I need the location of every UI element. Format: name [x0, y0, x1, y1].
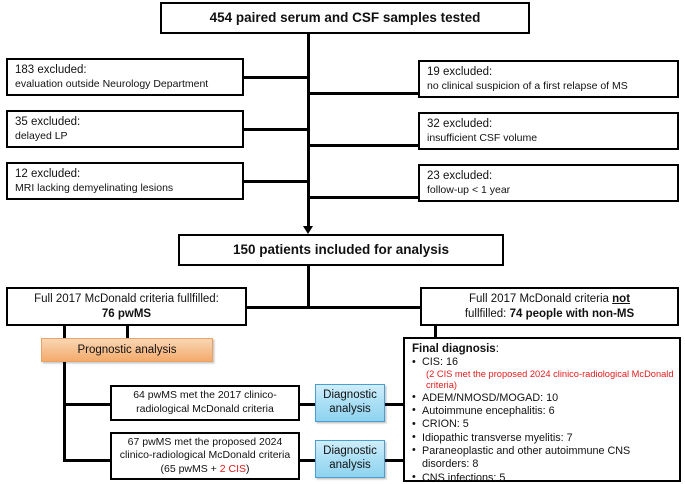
criteria-not-fulfilled-line2: fullfilled: 74 people with non-MS: [464, 307, 635, 320]
list-item: CRION: 5: [412, 418, 674, 432]
right-branch-stub: [434, 326, 437, 338]
sub-box-2024-criteria: 67 pwMS met the proposed 2024 clinico-ra…: [110, 432, 300, 480]
top-total-label: 454 paired serum and CSF samples tested: [209, 10, 481, 26]
exclusion-count: 19 excluded:: [427, 66, 493, 79]
diagnostic-1-line1: Diagnostic: [323, 389, 377, 402]
criteria-not-fulfilled-line1: Full 2017 McDonald criteria not: [468, 292, 631, 305]
diagnostic-2-line1: Diagnostic: [323, 445, 377, 458]
criteria-not-fulfilled-box: Full 2017 McDonald criteria not fullfill…: [420, 287, 679, 326]
diagnostic-analysis-box-2: Diagnostic analysis: [315, 440, 385, 478]
exclusion-box-left-2: 35 excluded: delayed LP: [6, 110, 244, 148]
criteria-fulfilled-line1: Full 2017 McDonald criteria fullfilled:: [34, 292, 219, 305]
final-diagnosis-list: CIS: 16 (2 CIS met the proposed 2024 cli…: [412, 355, 674, 484]
connector-left-2: [244, 128, 309, 131]
connector-right-1: [307, 92, 420, 95]
exclusion-box-left-3: 12 excluded: MRI lacking demyelinating l…: [6, 162, 244, 200]
list-item: ADEM/NMOSD/MOGAD: 10: [412, 391, 674, 405]
connector-right-2: [307, 144, 420, 147]
exclusion-box-right-2: 32 excluded: insufficient CSF volume: [418, 112, 679, 150]
exclusion-count: 183 excluded:: [15, 64, 87, 77]
prognostic-analysis-label: Prognostic analysis: [77, 344, 177, 356]
criteria-fulfilled-box: Full 2017 McDonald criteria fullfilled: …: [6, 287, 247, 326]
connector-diagnostic2-to-final: [383, 459, 405, 462]
exclusion-reason: delayed LP: [15, 129, 68, 142]
left-branch-spine: [63, 326, 66, 462]
final-diagnosis-title: Final diagnosis:: [412, 343, 499, 355]
criteria-fulfilled-line2: 76 pwMS: [101, 307, 152, 320]
exclusion-count: 35 excluded:: [15, 116, 81, 129]
sub-box-2017-criteria: 64 pwMS met the 2017 clinico- radiologic…: [110, 385, 300, 421]
exclusion-reason: evaluation outside Neurology Department: [15, 77, 209, 90]
sub-2024-line3: (65 pwMS + 2 CIS): [160, 462, 250, 475]
final-diagnosis-panel: Final diagnosis: CIS: 16 (2 CIS met the …: [403, 337, 681, 484]
connector-right-3: [307, 196, 420, 199]
prognostic-stub: [126, 326, 129, 338]
exclusion-box-right-3: 23 excluded: follow-up < 1 year: [418, 164, 679, 202]
top-total-box: 454 paired serum and CSF samples tested: [160, 2, 530, 34]
diagnostic-analysis-box-1: Diagnostic analysis: [315, 384, 385, 422]
included-label: 150 patients included for analysis: [232, 242, 450, 258]
exclusion-box-left-1: 183 excluded: evaluation outside Neurolo…: [6, 58, 244, 96]
exclusion-reason: MRI lacking demyelinating lesions: [15, 181, 174, 194]
list-item: CNS infections: 5: [412, 471, 674, 484]
connector-diagnostic1-to-final: [383, 403, 405, 406]
exclusion-reason: follow-up < 1 year: [427, 183, 511, 196]
exclusion-count: 32 excluded:: [427, 118, 493, 131]
list-item: Idiopathic transverse myelitis: 7: [412, 431, 674, 445]
connector-left-1: [244, 76, 309, 79]
connector-sub2024-to-diagnostic: [297, 459, 317, 462]
diagnostic-1-line2: analysis: [329, 403, 371, 415]
list-item: Paraneoplastic and other autoimmune CNS …: [412, 444, 674, 472]
sub-2024-line2: clinico-radiological McDonald criteria: [119, 449, 291, 462]
spine-split-horizontal: [110, 306, 442, 309]
prognostic-analysis-box: Prognostic analysis: [41, 338, 213, 362]
connector-sub2017-to-diagnostic: [297, 403, 317, 406]
list-item: Autoimmune encephalitis: 6: [412, 404, 674, 418]
cis-2024-note: (2 CIS met the proposed 2024 clinico-rad…: [426, 369, 674, 391]
connector-left-3: [244, 180, 309, 183]
exclusion-reason: no clinical suspicion of a first relapse…: [427, 79, 628, 92]
included-box: 150 patients included for analysis: [178, 234, 504, 266]
exclusion-count: 12 excluded:: [15, 168, 81, 181]
sub-2017-line1: 64 pwMS met the 2017 clinico-: [133, 389, 277, 402]
exclusion-box-right-1: 19 excluded: no clinical suspicion of a …: [418, 60, 679, 98]
exclusion-reason: insufficient CSF volume: [427, 131, 538, 144]
spine-split-vertical: [307, 266, 310, 307]
sub-2024-line1: 67 pwMS met the proposed 2024: [127, 435, 283, 448]
list-item: CIS: 16: [412, 355, 674, 369]
spine-main-arrowhead: [303, 226, 313, 234]
sub-2017-line2: radiological McDonald criteria: [136, 403, 274, 415]
exclusion-count: 23 excluded:: [427, 170, 493, 183]
spine-main: [307, 34, 310, 228]
diagnostic-2-line2: analysis: [329, 459, 371, 471]
